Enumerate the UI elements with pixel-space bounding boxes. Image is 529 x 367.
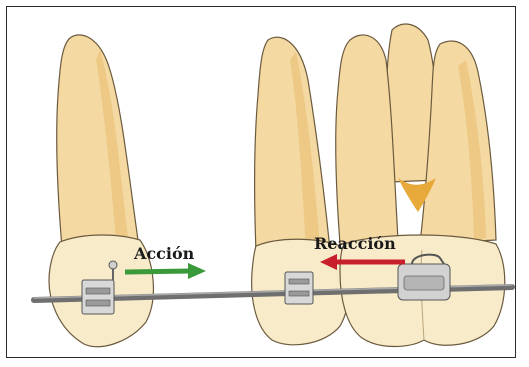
reaction-label: Reacción: [314, 234, 396, 253]
action-label: Acción: [133, 244, 195, 263]
action-arrow-shaft: [125, 271, 190, 272]
bracket-middle: [285, 272, 313, 304]
action-arrow-head: [188, 263, 206, 279]
bracket-middle-slot: [289, 279, 309, 284]
bracket-left-hook-ball: [109, 261, 117, 269]
bracket-icon: [82, 280, 114, 314]
molar-tube-inner: [404, 276, 444, 290]
bracket-icon: [285, 272, 313, 304]
bracket-left-slot: [86, 288, 110, 294]
bracket-left-slot-2: [86, 300, 110, 306]
bracket-middle-slot-2: [289, 291, 309, 296]
